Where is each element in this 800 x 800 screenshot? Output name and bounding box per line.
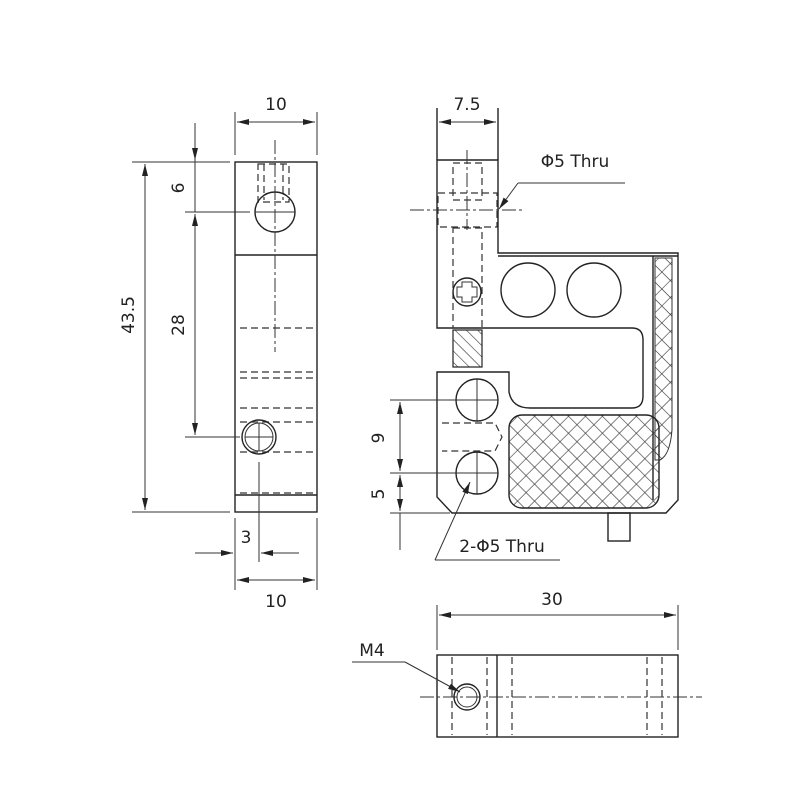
label-m4: M4 [359, 641, 384, 661]
dim-7-5: 7.5 [453, 95, 480, 115]
load-pad [508, 414, 660, 509]
dim-9: 9 [369, 433, 389, 444]
dim-width-top: 10 [265, 95, 287, 115]
dim-width-bottom: 10 [265, 592, 287, 612]
side-view: 10 43.5 6 28 3 10 [119, 95, 318, 612]
side-pad [654, 257, 673, 461]
label-holes-bottom: 2-Φ5 Thru [459, 537, 544, 557]
dim-6: 6 [169, 183, 189, 194]
label-hole-top: Φ5 Thru [541, 152, 610, 172]
dim-height: 43.5 [119, 296, 139, 334]
dim-28: 28 [169, 314, 189, 336]
hatched-rod [452, 329, 483, 368]
front-view: 7.5 Φ5 Thru 9 5 2-Φ5 Thru [369, 95, 679, 561]
bottom-view: 30 M4 [352, 590, 702, 738]
dim-5: 5 [369, 489, 389, 500]
screw-head [452, 277, 482, 307]
dim-30: 30 [541, 590, 563, 610]
m4-hole [453, 683, 481, 711]
dim-3: 3 [241, 528, 252, 548]
threaded-hole [241, 419, 277, 455]
